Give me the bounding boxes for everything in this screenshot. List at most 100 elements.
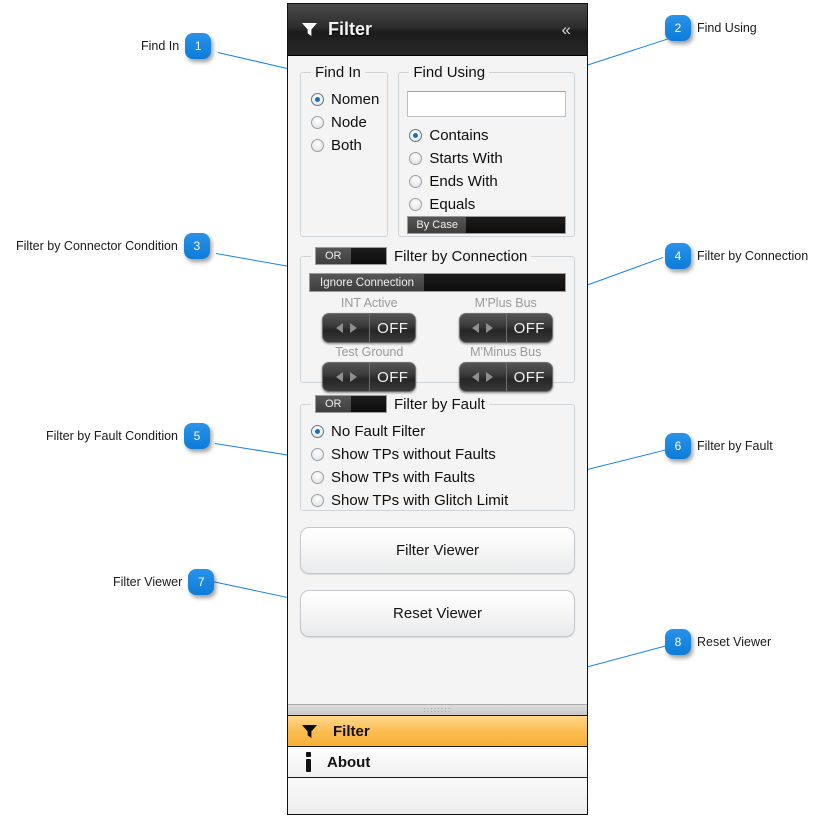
radio-label: Starts With [429, 150, 503, 167]
funnel-icon [302, 22, 317, 37]
radio-label: Show TPs with Glitch Limit [331, 492, 509, 509]
callout-2-label: Find Using [697, 21, 757, 35]
radio-find-in-both[interactable]: Both [311, 137, 379, 154]
radio-indicator[interactable] [311, 494, 324, 507]
spinner-cell-test-ground: Test Ground OFF [322, 345, 417, 392]
bottom-nav: :::::::: Filter About [288, 704, 587, 814]
radio-label: Contains [429, 127, 489, 144]
spinner-cell-mplus-bus: M'Plus Bus OFF [458, 296, 553, 343]
callout-7-badge: 7 [188, 569, 215, 595]
callout-3: Filter by Connector Condition 3 [10, 233, 210, 259]
radio-indicator[interactable] [409, 175, 423, 188]
fault-legend-text: Filter by Fault [394, 395, 485, 413]
nav-filler [288, 778, 587, 814]
nav-item-label: Filter [333, 722, 370, 740]
fault-logic-toggle[interactable]: OR [315, 395, 387, 413]
radio-indicator[interactable] [409, 198, 423, 211]
by-case-label: By Case [408, 217, 466, 233]
connection-logic-label: OR [316, 248, 351, 264]
chevron-left-icon[interactable] [335, 372, 343, 382]
radio-show-tps-without-faults[interactable]: Show TPs without Faults [311, 446, 566, 463]
spinner-caption: M'Minus Bus [470, 345, 542, 359]
find-using-legend: Find Using [413, 64, 486, 81]
radio-indicator[interactable] [311, 425, 324, 438]
chevron-right-icon[interactable] [486, 372, 494, 382]
callout-8-badge: 8 [665, 629, 691, 655]
by-case-toggle[interactable]: By Case [407, 216, 566, 234]
radio-find-in-node[interactable]: Node [311, 114, 379, 131]
spinner-state: OFF [513, 319, 545, 337]
spinner-test-ground[interactable]: OFF [322, 362, 417, 392]
radio-starts-with[interactable]: Starts With [409, 150, 566, 167]
spinner-mminus-bus[interactable]: OFF [458, 362, 553, 392]
filter-viewer-button[interactable]: Filter Viewer [300, 527, 575, 574]
chevron-right-icon[interactable] [349, 372, 357, 382]
callout-7: Filter Viewer 7 [107, 569, 215, 595]
callout-4-badge: 4 [665, 243, 691, 269]
connection-spinner-grid: INT Active OFF M'Plus Bus [309, 296, 566, 392]
chevron-left-icon[interactable] [472, 372, 480, 382]
radio-no-fault-filter[interactable]: No Fault Filter [311, 423, 566, 440]
radio-label: Show TPs with Faults [331, 469, 475, 486]
radio-indicator[interactable] [311, 93, 324, 106]
radio-indicator[interactable] [311, 471, 324, 484]
nav-item-about[interactable]: About [288, 747, 587, 778]
find-in-group: Find In Nomen Node Both [300, 64, 389, 237]
find-using-group: Find Using Contains Starts With Ends Wit… [398, 64, 575, 237]
callout-8: 8 Reset Viewer [665, 629, 777, 655]
callout-4: 4 Filter by Connection [665, 243, 814, 269]
radio-indicator[interactable] [311, 448, 324, 461]
connection-legend: OR Filter by Connection [311, 247, 531, 265]
spinner-cell-mminus-bus: M'Minus Bus OFF [458, 345, 553, 392]
callout-5: Filter by Fault Condition 5 [40, 423, 211, 449]
spinner-state: OFF [377, 368, 409, 386]
callout-6-badge: 6 [665, 433, 691, 459]
radio-indicator[interactable] [409, 129, 423, 142]
chevron-right-icon[interactable] [349, 323, 357, 333]
radio-indicator[interactable] [311, 139, 324, 152]
spinner-arrows[interactable] [323, 363, 371, 391]
radio-show-tps-with-glitch-limit[interactable]: Show TPs with Glitch Limit [311, 492, 566, 509]
nav-resize-grip[interactable]: :::::::: [288, 704, 587, 716]
nav-item-filter[interactable]: Filter [288, 716, 587, 747]
chevron-left-icon[interactable] [472, 323, 480, 333]
radio-indicator[interactable] [311, 116, 324, 129]
spinner-state: OFF [513, 368, 545, 386]
search-input[interactable] [407, 91, 566, 117]
fault-legend: OR Filter by Fault [311, 395, 489, 413]
callout-1: Find In 1 [135, 33, 212, 59]
spinner-mplus-bus[interactable]: OFF [458, 313, 553, 343]
radio-find-in-nomen[interactable]: Nomen [311, 91, 379, 108]
connection-logic-toggle[interactable]: OR [315, 247, 387, 265]
callout-3-badge: 3 [183, 233, 210, 259]
callout-3-label: Filter by Connector Condition [16, 239, 178, 253]
radio-show-tps-with-faults[interactable]: Show TPs with Faults [311, 469, 566, 486]
spinner-arrows[interactable] [323, 314, 371, 342]
radio-contains[interactable]: Contains [409, 127, 566, 144]
radio-label: No Fault Filter [331, 423, 426, 440]
radio-indicator[interactable] [409, 152, 423, 165]
chevron-left-icon[interactable] [335, 323, 343, 333]
radio-ends-with[interactable]: Ends With [409, 173, 566, 190]
callout-1-label: Find In [141, 39, 180, 53]
callout-1-badge: 1 [185, 33, 212, 59]
collapse-icon[interactable]: « [561, 20, 571, 39]
filter-by-fault-group: OR Filter by Fault No Fault Filter Show … [300, 395, 575, 511]
find-row: Find In Nomen Node Both Find Using [300, 64, 575, 237]
grip-dots: :::::::: [423, 706, 452, 714]
connection-logic-track[interactable] [350, 248, 386, 264]
spinner-arrows[interactable] [460, 314, 507, 342]
ignore-connection-track[interactable] [423, 274, 565, 291]
radio-equals[interactable]: Equals [409, 196, 566, 213]
callout-2: 2 Find Using [665, 15, 763, 41]
chevron-right-icon[interactable] [486, 323, 494, 333]
connection-legend-text: Filter by Connection [394, 247, 528, 265]
ignore-connection-toggle[interactable]: Ignore Connection [309, 273, 566, 292]
spinner-arrows[interactable] [460, 363, 507, 391]
fault-logic-track[interactable] [350, 396, 386, 412]
by-case-track[interactable] [465, 217, 565, 233]
reset-viewer-button[interactable]: Reset Viewer [300, 590, 575, 637]
spinner-state: OFF [377, 319, 409, 337]
nav-item-label: About [327, 753, 371, 771]
spinner-int-active[interactable]: OFF [322, 313, 417, 343]
